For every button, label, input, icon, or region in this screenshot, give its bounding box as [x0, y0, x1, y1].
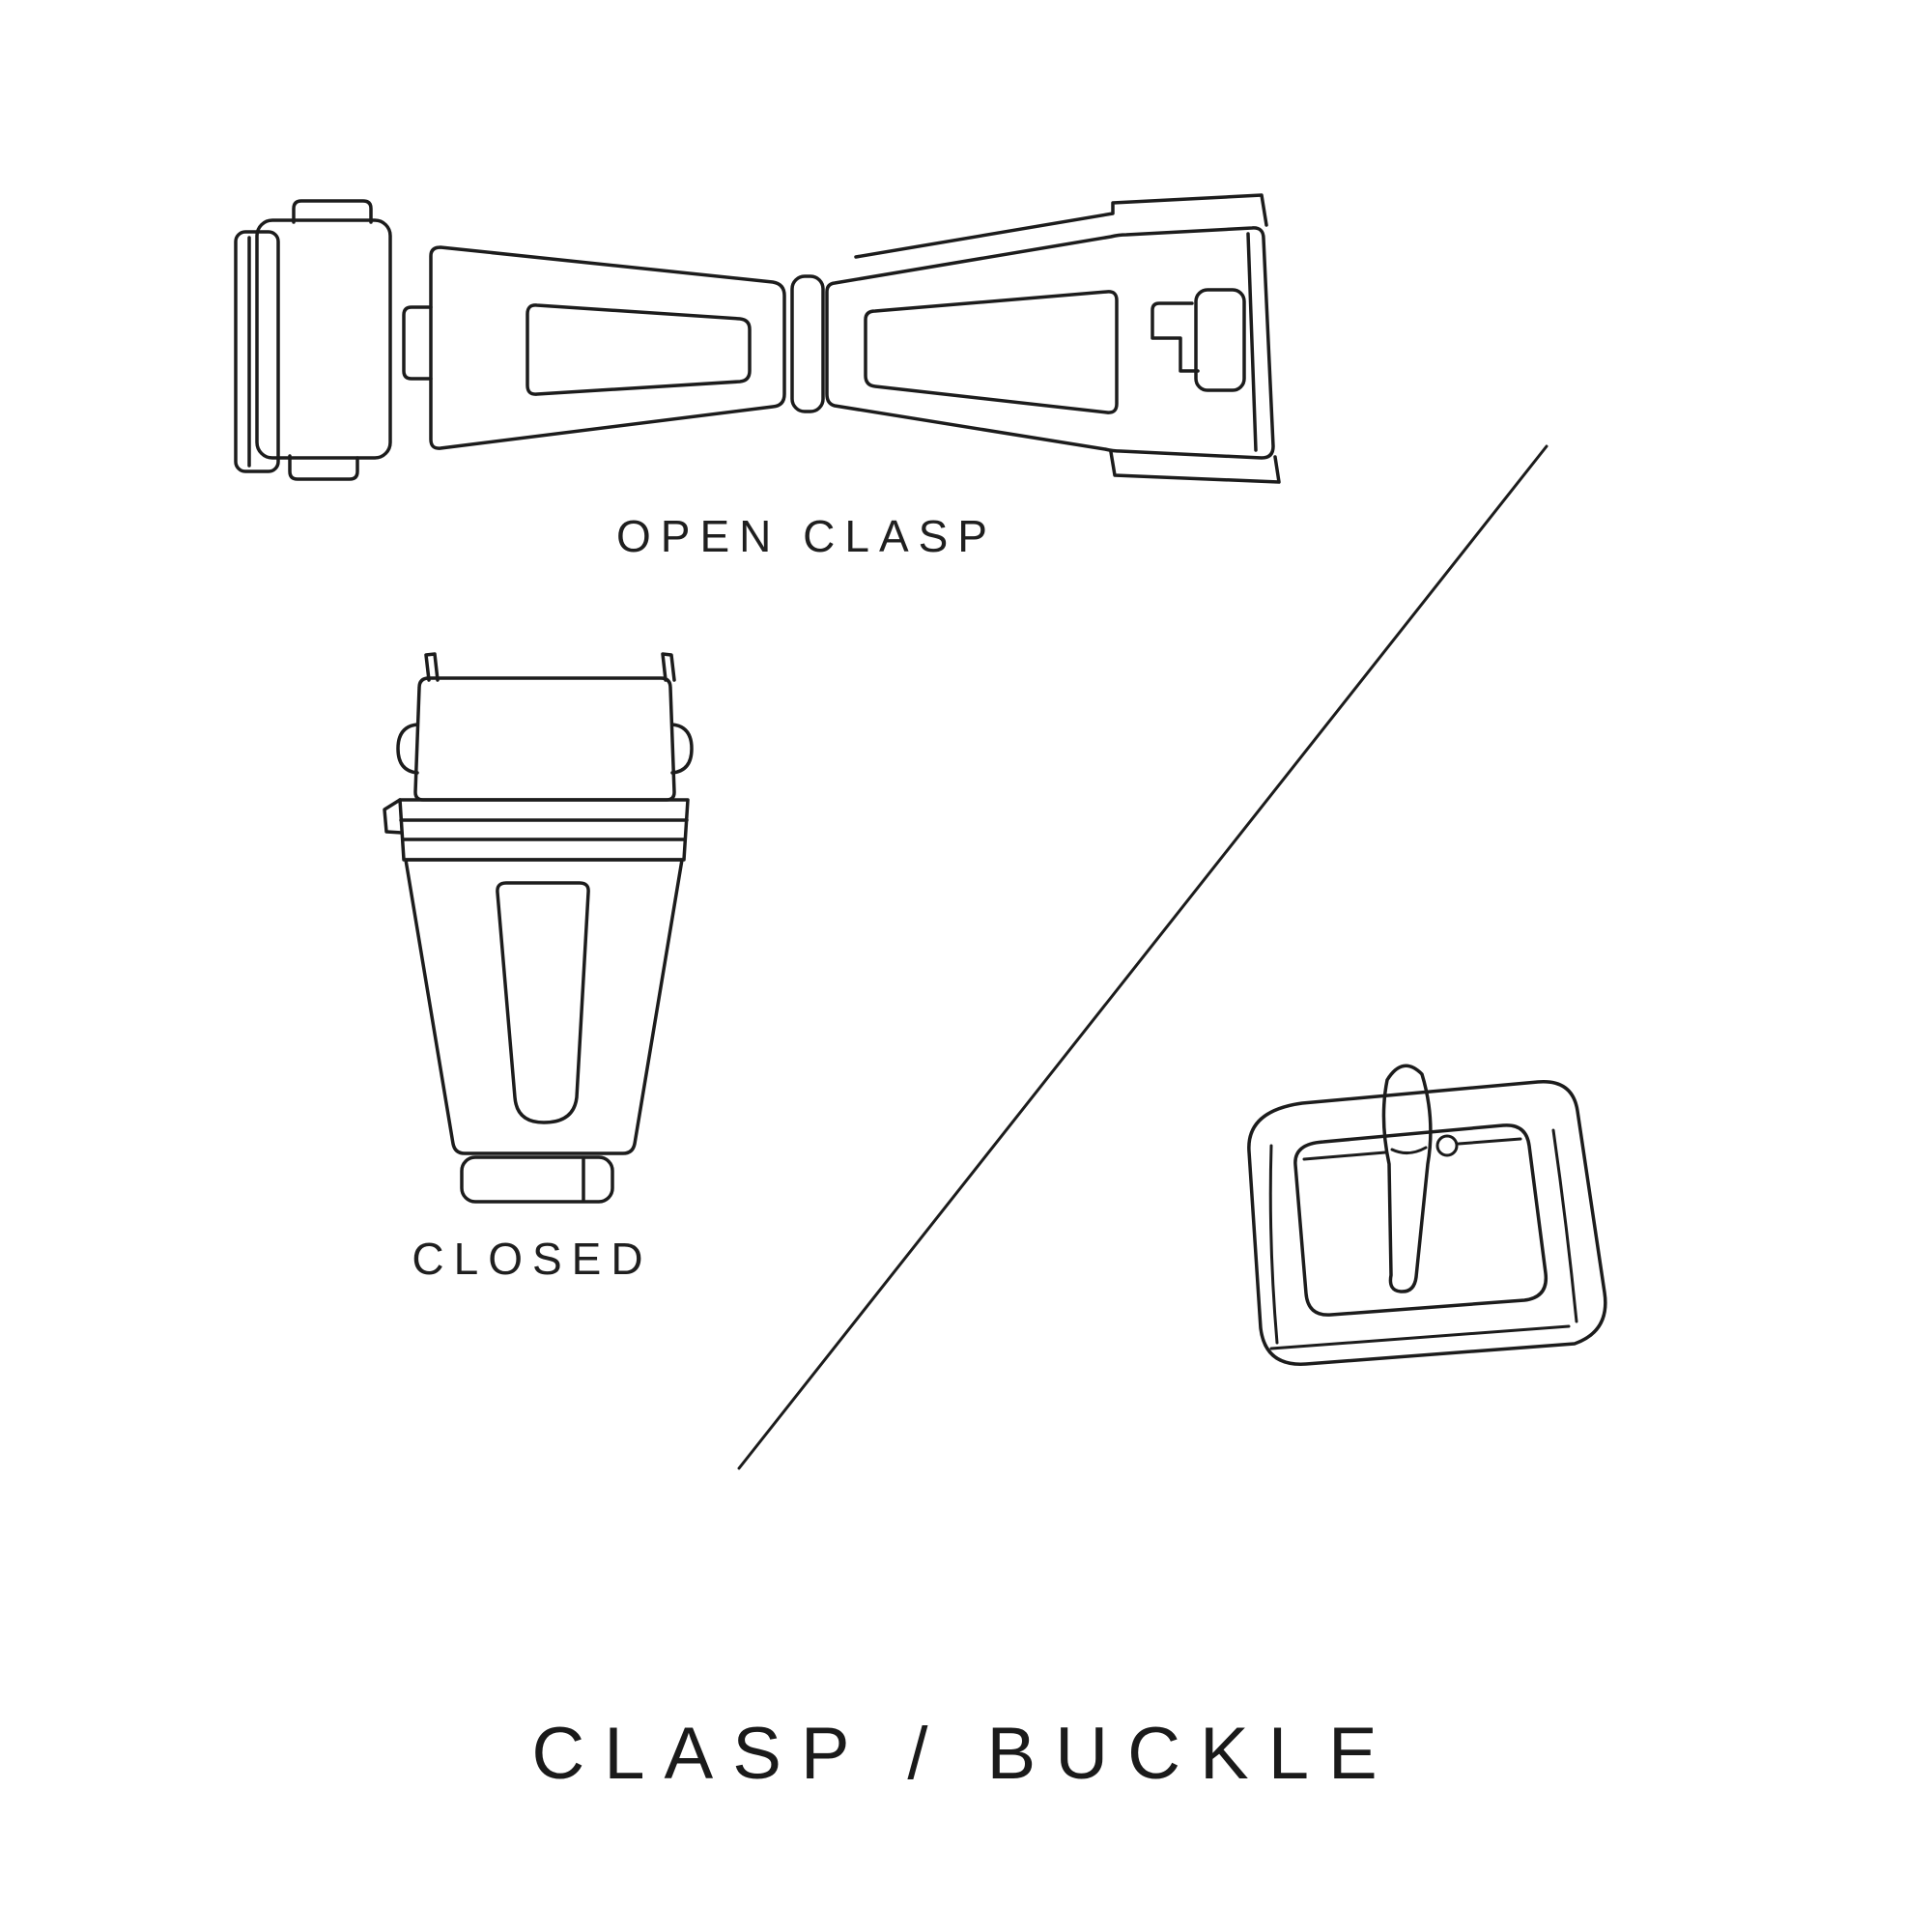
pin-bar-right [1457, 1137, 1522, 1146]
latch-hole [1194, 288, 1246, 392]
closed-label: CLOSED [412, 1234, 653, 1284]
top-prong-right [661, 652, 676, 682]
fold-band-notch [383, 798, 404, 835]
page-title: CLASP / BUCKLE [531, 1713, 1397, 1795]
open-clasp-label: OPEN CLASP [616, 511, 997, 561]
frame-bottom-thickness-line [1269, 1324, 1571, 1350]
tongue-bend-crease [1390, 1146, 1428, 1154]
right-blade [825, 226, 1275, 460]
top-prong-left [424, 652, 440, 682]
buckle-frame-outer [1247, 1080, 1607, 1366]
cover-top-tab [292, 199, 373, 224]
clasp-cover-block [255, 218, 392, 460]
frame-left-thickness-line [1268, 1144, 1279, 1345]
fold-band [398, 798, 690, 862]
top-edge-band [854, 193, 1268, 259]
frame-right-thickness-line [1551, 1128, 1578, 1323]
buckle-illustration [1247, 1064, 1607, 1366]
closed-clasp-illustration [383, 652, 694, 1204]
clasp-body [404, 858, 684, 1155]
right-pusher [670, 723, 694, 775]
right-blade-cutout [864, 290, 1119, 414]
clasp-body-slot [496, 881, 590, 1124]
bottom-edge-band [1109, 450, 1281, 484]
cover-bottom-tab [288, 454, 359, 481]
left-blade-cutout [526, 303, 752, 396]
open-clasp-illustration [234, 193, 1281, 484]
pin-bar-left [1302, 1151, 1387, 1161]
buckle-frame-inner [1293, 1123, 1548, 1317]
buckle-tongue [1381, 1064, 1433, 1293]
right-end-inner-edge [1246, 232, 1258, 452]
bottom-end-link [460, 1155, 614, 1204]
latch-hook [1151, 301, 1200, 373]
divider-line [737, 444, 1548, 1470]
pin-coil [1435, 1134, 1459, 1157]
left-blade [429, 245, 786, 450]
center-hinge [790, 274, 825, 413]
left-pusher [396, 723, 419, 775]
latch-notch [402, 305, 433, 381]
clasp-cover [413, 676, 676, 802]
